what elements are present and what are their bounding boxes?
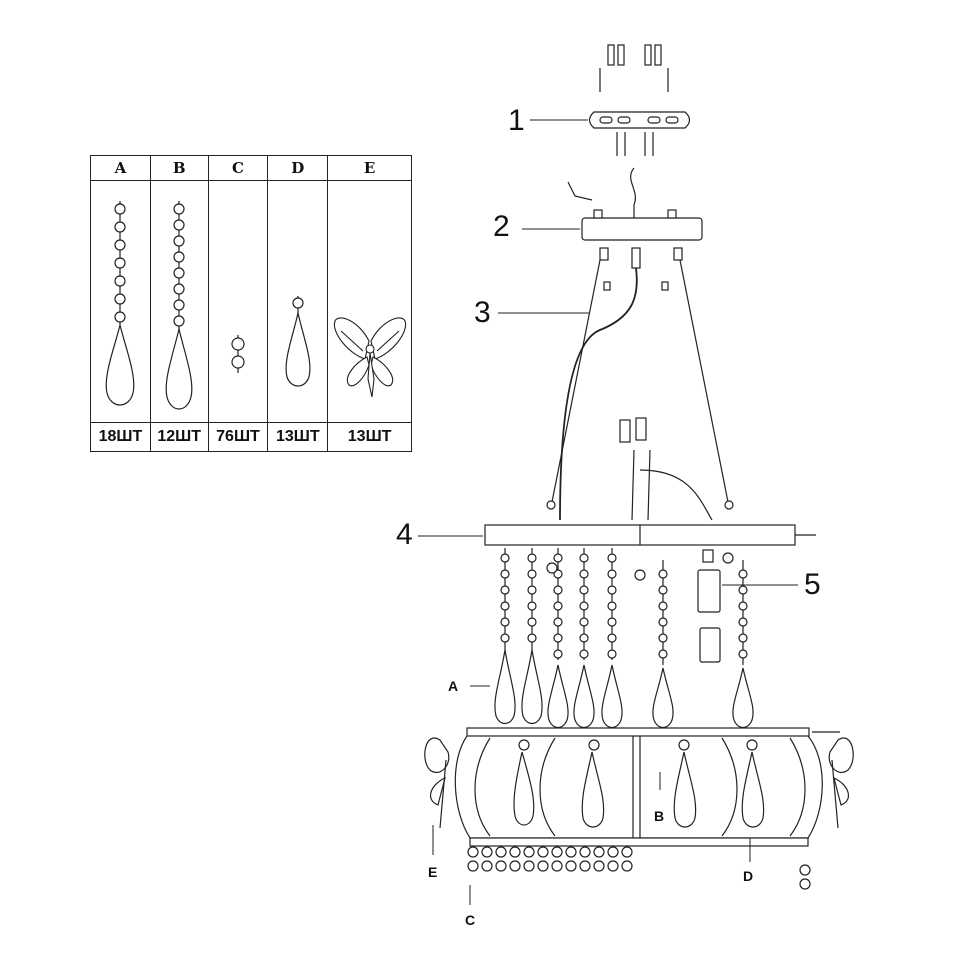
table-qty-row: 18ШТ 12ШТ 76ШТ 13ШТ 13ШТ bbox=[90, 422, 412, 452]
suspension-cables bbox=[546, 259, 734, 521]
bottom-bead-row bbox=[467, 846, 811, 890]
callout-4: 4 bbox=[396, 518, 413, 551]
canopy-bar bbox=[567, 167, 703, 291]
part-d-cell bbox=[267, 180, 329, 423]
callout-c: C bbox=[465, 912, 476, 928]
chain-5 bbox=[601, 548, 623, 729]
fairy-left-icon bbox=[424, 737, 450, 829]
qty-d: 13ШТ bbox=[267, 422, 329, 452]
fairy-right-icon bbox=[828, 737, 854, 829]
butterfly-fairy-icon bbox=[333, 317, 406, 398]
single-bead-drop-icon bbox=[285, 296, 311, 387]
table-image-row bbox=[90, 180, 412, 423]
parts-table: A B C D E bbox=[90, 155, 412, 452]
part-b-cell bbox=[149, 180, 209, 423]
chain-3 bbox=[547, 548, 569, 729]
qty-b: 12ШТ bbox=[149, 422, 209, 452]
callout-1: 1 bbox=[508, 104, 525, 137]
crystal-chains bbox=[494, 548, 754, 729]
qty-c: 76ШТ bbox=[207, 422, 269, 452]
part-e-cell bbox=[327, 180, 412, 423]
qty-e: 13ШТ bbox=[327, 422, 412, 452]
part-c-cell bbox=[207, 180, 269, 423]
part-a-cell bbox=[90, 180, 151, 423]
callout-a: A bbox=[448, 678, 459, 694]
col-letter-e: E bbox=[327, 155, 412, 181]
table-header-row: A B C D E bbox=[90, 155, 412, 181]
chain-6 bbox=[652, 560, 674, 729]
chain-4 bbox=[573, 548, 595, 729]
callout-e: E bbox=[428, 864, 438, 880]
chain-7 bbox=[732, 560, 754, 729]
mounting-plate bbox=[588, 111, 691, 129]
bulb-socket bbox=[546, 549, 734, 663]
callout-2: 2 bbox=[493, 210, 510, 243]
top-frame-bar bbox=[484, 524, 816, 546]
callout-d: D bbox=[743, 868, 754, 884]
small-bead-pair-icon bbox=[231, 335, 245, 373]
lower-drum-frame bbox=[454, 727, 840, 847]
qty-a: 18ШТ bbox=[90, 422, 151, 452]
long-bead-chain-drop-icon bbox=[165, 201, 193, 410]
long-bead-chain-drop-icon bbox=[106, 201, 135, 406]
wiring-bundle bbox=[619, 417, 713, 521]
callout-3: 3 bbox=[474, 296, 491, 329]
callout-b: B bbox=[654, 808, 665, 824]
chain-1 bbox=[494, 548, 516, 725]
chain-2 bbox=[521, 548, 543, 725]
callout-5: 5 bbox=[804, 568, 821, 601]
mounting-screws-icon bbox=[599, 44, 669, 156]
